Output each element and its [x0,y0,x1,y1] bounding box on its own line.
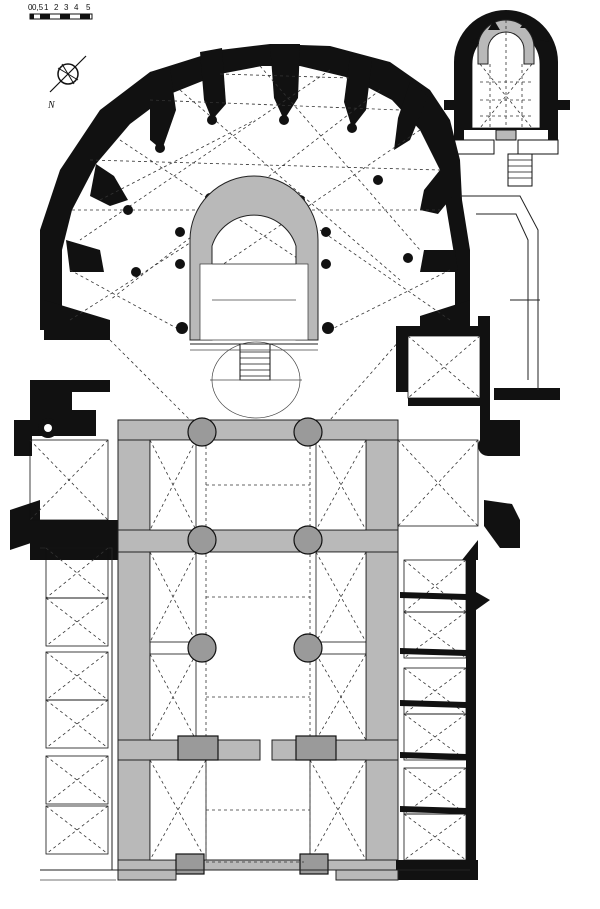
nave-south-wall [365,419,399,871]
chevet-buttresses [44,44,470,340]
scale-bar: 0 0,5 1 2 3 4 5 [28,3,93,20]
north-aisle-chapels [29,439,113,871]
north-transept-wall [10,380,120,560]
ambulatory-vault-ribs [69,65,451,421]
north-label: N [47,100,56,111]
nave-piers [175,417,337,875]
transept-band [117,419,399,441]
scale-label-1: 1 [44,3,49,12]
choir-enclosure [189,175,319,341]
nave-bays [149,439,367,861]
main-plan [10,44,560,881]
scale-label-05: 0,5 [32,3,44,12]
scale-label-4: 4 [74,3,79,12]
west-front [40,861,470,881]
crossing-circle [190,341,318,419]
nave-north-wall [117,419,151,871]
south-aisle-chapels [396,439,490,880]
sacristy [396,195,560,548]
scale-label-0: 0 [28,3,33,12]
crossing-band [117,529,399,553]
north-arrow: N [47,55,87,111]
scale-label-5: 5 [86,3,91,12]
key-plan-inset [444,10,570,187]
scale-label-3: 3 [64,3,69,12]
scale-label-2: 2 [54,3,59,12]
